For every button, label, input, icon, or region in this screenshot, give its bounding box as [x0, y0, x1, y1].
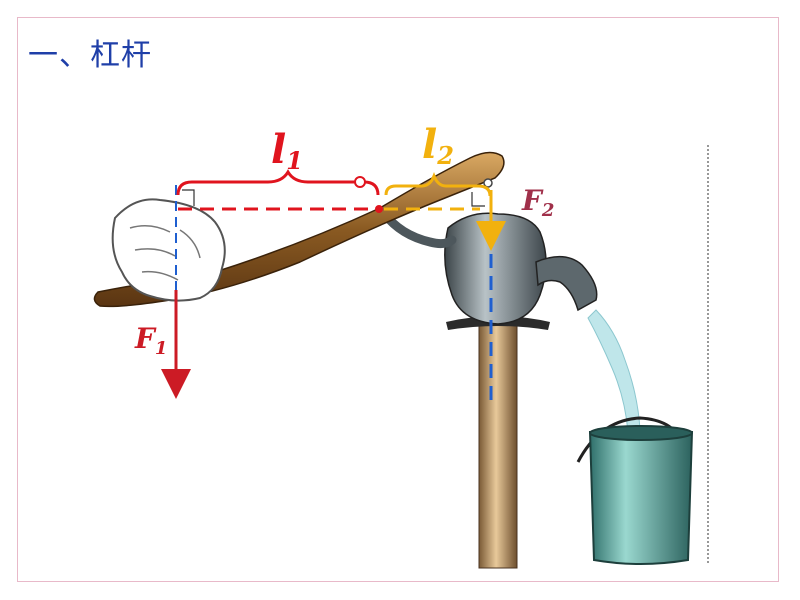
hand — [111, 198, 226, 302]
l2-bracket — [384, 171, 492, 197]
slide-frame — [17, 17, 779, 582]
l1-bracket-end — [354, 176, 366, 188]
slide-title: 一、杠杆 — [28, 38, 152, 73]
water-stream — [587, 309, 641, 433]
right-angle-1 — [182, 189, 195, 206]
label-l2: l2 — [422, 121, 454, 170]
fulcrum-point — [375, 205, 383, 213]
label-f2: F2 — [521, 184, 554, 221]
pump-body — [444, 212, 547, 325]
right-angle-2 — [471, 192, 485, 207]
lever-pivot-pin — [483, 178, 493, 188]
pump-link — [378, 207, 457, 249]
bucket-rim — [589, 425, 693, 441]
label-l1: l1 — [271, 126, 303, 175]
pump-pipe — [478, 319, 518, 569]
bucket — [588, 431, 694, 565]
pump-spout — [535, 256, 598, 312]
hand-fingers — [129, 225, 201, 281]
label-f1: F1 — [134, 322, 167, 359]
l1-bracket — [176, 169, 380, 196]
